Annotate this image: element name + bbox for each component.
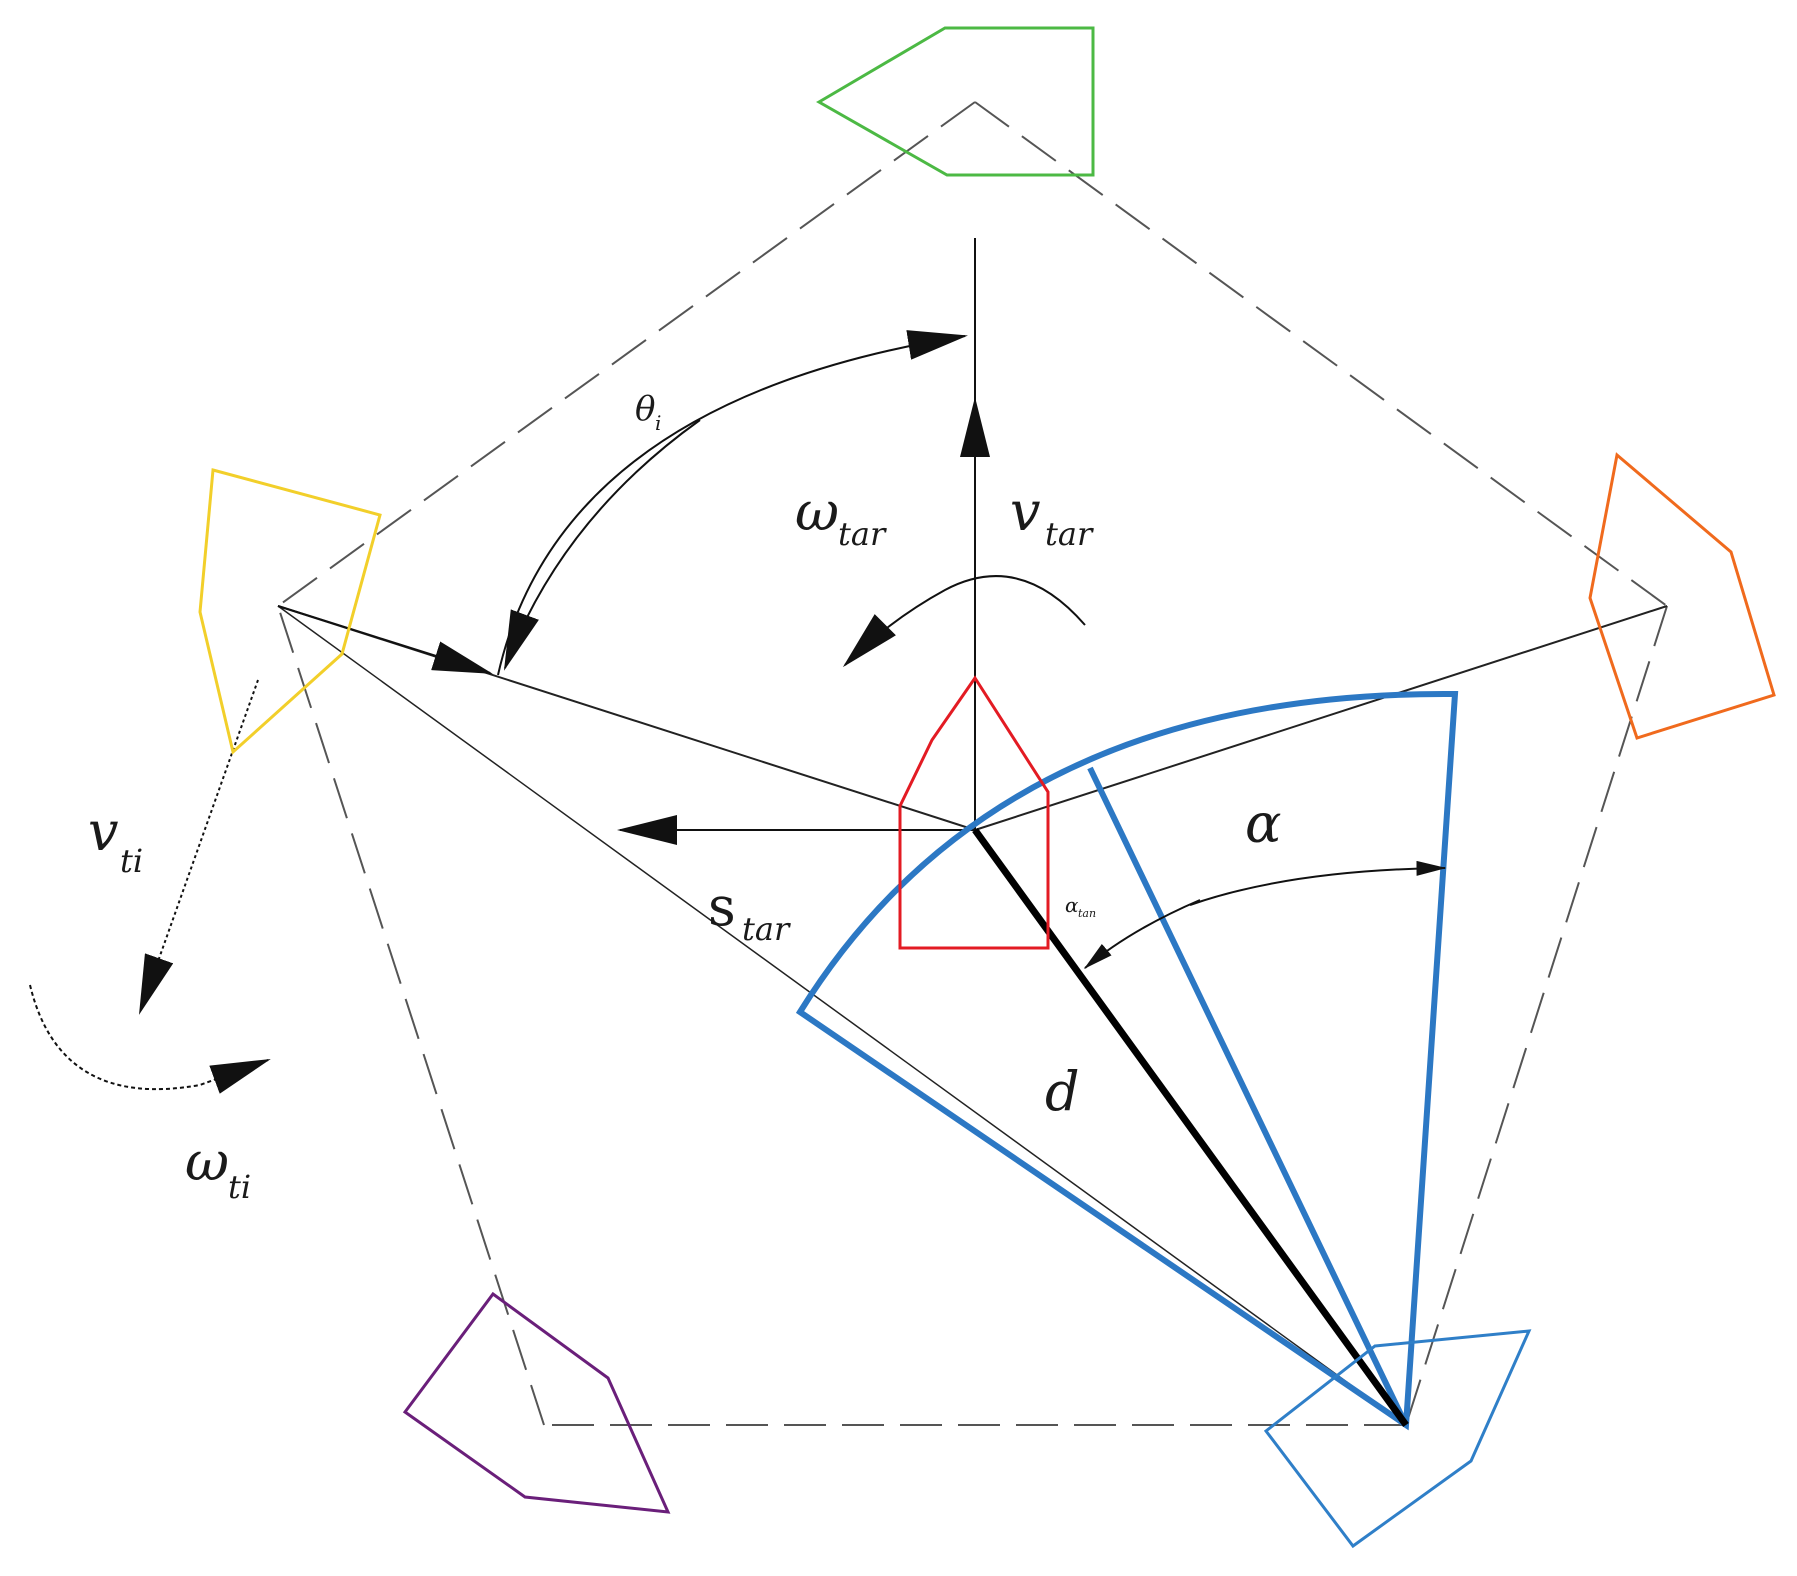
- theta-symbol: θ: [635, 389, 655, 429]
- theta-arc: [497, 330, 968, 676]
- v-ti-symbol: v: [88, 800, 119, 863]
- link-center-right: [974, 605, 1668, 831]
- label-omega-tar: ω tar: [795, 480, 887, 553]
- target-ship: [898, 675, 1050, 950]
- alpha-tan-symbol: α: [1065, 893, 1079, 917]
- omega-ti-arc: [29, 984, 271, 1094]
- label-omega-ti: ω ti: [185, 1130, 251, 1206]
- left-link-arrow: [277, 605, 493, 674]
- follower-ship-bottom-left: [402, 1291, 671, 1514]
- distance-line: [972, 827, 1409, 1428]
- v-tar-symbol: v: [1010, 480, 1041, 543]
- omega-ti-subscript: ti: [228, 1168, 251, 1206]
- pentagon-edge-top-left: [277, 101, 976, 607]
- pentagon-edge-top-right: [974, 101, 1668, 607]
- omega-ti-symbol: ω: [185, 1130, 229, 1193]
- label-s-tar: s tar: [708, 875, 791, 948]
- theta-subscript: i: [655, 411, 661, 435]
- v-tar-subscript: tar: [1045, 515, 1094, 553]
- alpha-label: α: [1245, 792, 1281, 855]
- formation-pentagon: [277, 101, 1668, 1426]
- alpha-tan-arc: [1083, 899, 1201, 969]
- sector-inner-ray: [1087, 766, 1409, 1427]
- omega-tar-subscript: tar: [838, 515, 887, 553]
- follower-ship-bottom-right: [1263, 1329, 1532, 1549]
- v-ti-arrow: [138, 679, 259, 1015]
- label-alpha-tan: α tan: [1065, 893, 1096, 920]
- link-left-bottomright: [277, 605, 1407, 1426]
- label-v-tar: v tar: [1010, 480, 1094, 553]
- omega-tar-symbol: ω: [795, 480, 839, 543]
- s-tar-symbol: s: [708, 875, 736, 938]
- sensing-sector: [795, 690, 1459, 1431]
- theta-arc-end: [503, 419, 701, 671]
- s-tar-subscript: tar: [742, 910, 791, 948]
- alpha-arc: [1189, 860, 1447, 906]
- pentagon-edge-left-bottom: [277, 605, 545, 1426]
- alpha-tan-subscript: tan: [1078, 907, 1096, 920]
- v-ti-subscript: ti: [120, 842, 143, 880]
- follower-ship-left: [198, 468, 382, 755]
- pentagon-edge-right-bottom: [1405, 605, 1668, 1426]
- label-theta-i: θ i: [635, 389, 661, 435]
- distance-label: d: [1045, 1060, 1080, 1123]
- follower-ship-right: [1588, 452, 1776, 740]
- label-v-ti: v ti: [88, 800, 143, 880]
- omega-tar-arc: [842, 575, 1086, 668]
- sector-outline: [795, 690, 1459, 1431]
- follower-ship-top: [816, 26, 1095, 177]
